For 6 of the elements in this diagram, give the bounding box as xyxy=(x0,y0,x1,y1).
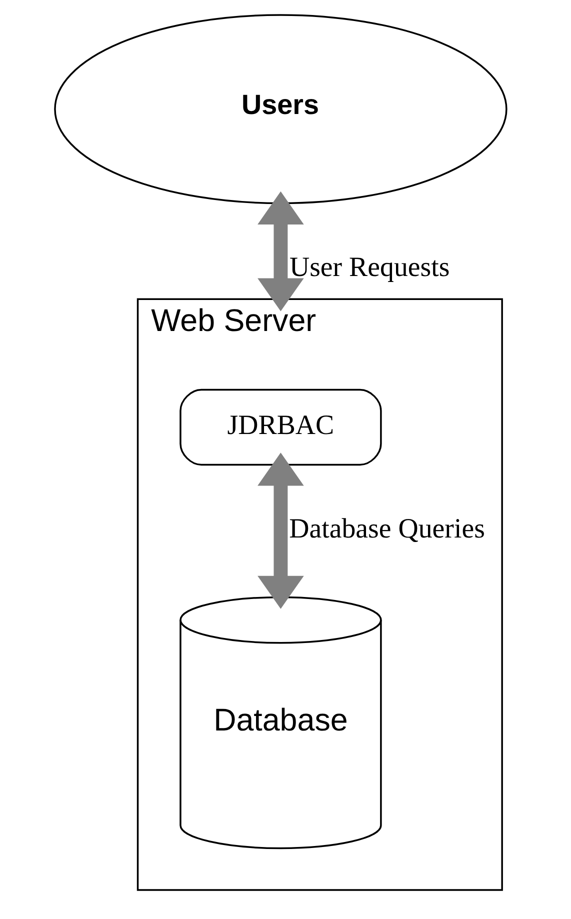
edge-label: User Requests xyxy=(289,252,450,284)
edge-label: Database Queries xyxy=(289,514,485,545)
node-box: JDRBAC xyxy=(180,388,382,466)
arrow xyxy=(258,191,304,312)
arrow xyxy=(258,452,304,609)
node-ellipse: Users xyxy=(54,14,508,204)
